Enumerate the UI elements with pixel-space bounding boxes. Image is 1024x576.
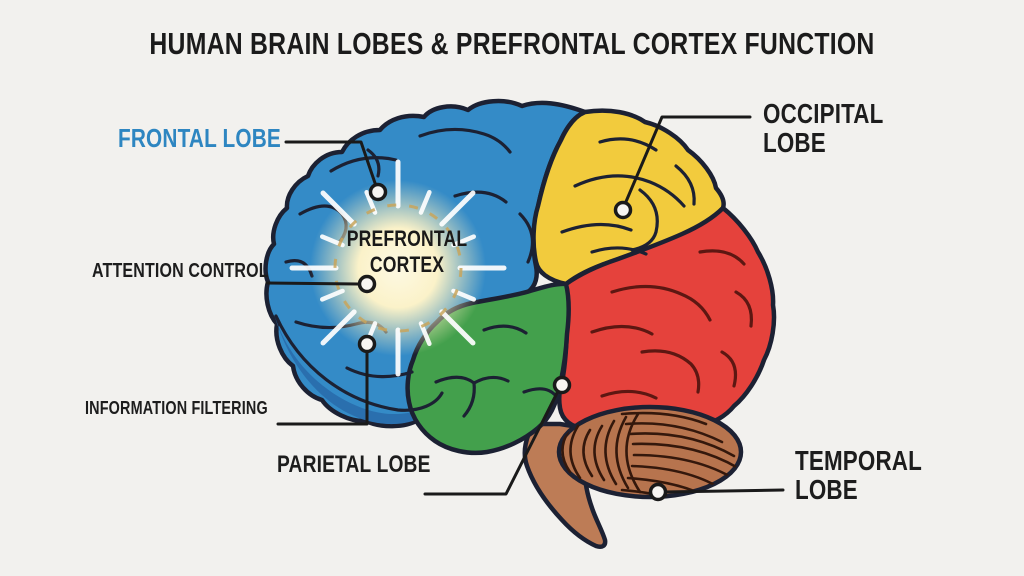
frontal-leader-line [284, 140, 378, 188]
attention-leader-line [265, 281, 360, 286]
occipital-label-line1: OCCIPITAL [763, 98, 884, 129]
temporal-label-line1: TEMPORAL [795, 445, 922, 476]
attention-marker [357, 274, 377, 294]
prefrontal-glow [289, 159, 507, 377]
temporal-lobe-label: TEMPORAL LOBE [795, 446, 922, 505]
prefrontal-label-line2: CORTEX [369, 251, 445, 277]
prefrontal-cortex-label: PREFRONTAL CORTEX [342, 226, 472, 278]
cerebellum [556, 404, 744, 500]
glow-rays [289, 159, 507, 377]
temporal-label-line2: LOBE [795, 474, 858, 506]
frontal-lobe-label: FRONTAL LOBE [118, 123, 281, 153]
parietal-leader-line [423, 389, 560, 496]
temporal-leader-line [662, 488, 785, 494]
glow-dashed-ring [333, 203, 463, 333]
leader-lines [265, 115, 785, 496]
information-marker [357, 334, 377, 354]
occipital-label-line2: LOBE [763, 127, 826, 159]
marker-dots [357, 182, 668, 502]
occipital-lobe-label: OCCIPITAL LOBE [763, 99, 883, 158]
diagram-title: HUMAN BRAIN LOBES & PREFRONTAL CORTEX FU… [149, 26, 875, 61]
occipital-marker [613, 200, 633, 220]
temporal-marker [648, 482, 668, 502]
prefrontal-label-line1: PREFRONTAL [346, 226, 468, 251]
occipital-leader-line [623, 115, 752, 206]
gyri-lines-red [590, 249, 754, 400]
attention-control-label: ATTENTION CONTROL [92, 260, 269, 282]
information-filtering-label: INFORMATION FILTERING [85, 398, 268, 418]
parietal-lobe-label: PARIETAL LOBE [277, 451, 431, 478]
parietal-marker [552, 375, 572, 395]
frontal-marker [368, 182, 388, 202]
gyri-lines [274, 127, 696, 418]
information-leader-line [276, 350, 369, 426]
